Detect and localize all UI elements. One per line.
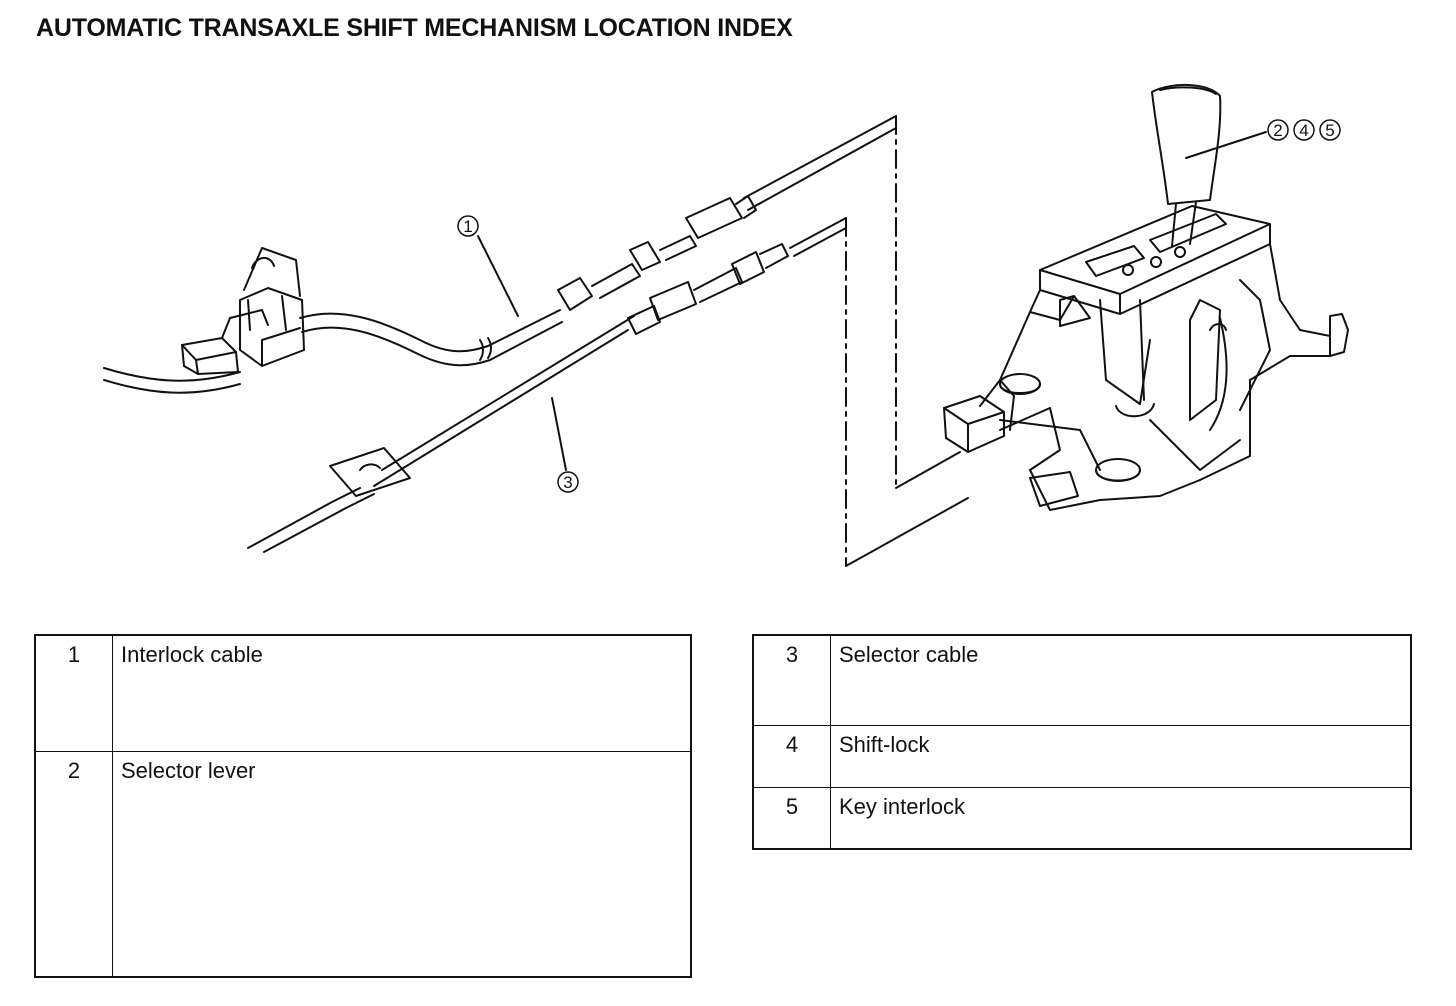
legend-row: 4 Shift-lock bbox=[752, 724, 1412, 788]
shift-mechanism-diagram: 1 3 2 4 5 bbox=[103, 83, 1349, 567]
legend-label: Key interlock bbox=[830, 786, 1412, 850]
selector-lever-assembly bbox=[943, 83, 1349, 511]
legend-number: 5 bbox=[752, 786, 831, 850]
page-title: AUTOMATIC TRANSAXLE SHIFT MECHANISM LOCA… bbox=[36, 14, 793, 42]
legend-label: Shift-lock bbox=[830, 724, 1412, 788]
legend-label: Selector cable bbox=[830, 634, 1412, 726]
legend-number: 3 bbox=[752, 634, 831, 726]
legend-label: Selector lever bbox=[112, 750, 692, 978]
legend-label: Interlock cable bbox=[112, 634, 692, 752]
legend-row: 1 Interlock cable bbox=[34, 634, 692, 752]
callout-2: 2 bbox=[1273, 121, 1282, 140]
interlock-cable bbox=[103, 115, 897, 394]
legend-row: 3 Selector cable bbox=[752, 634, 1412, 726]
leader-line-245 bbox=[1185, 131, 1267, 159]
legend-row: 5 Key interlock bbox=[752, 786, 1412, 850]
leader-line-3 bbox=[551, 397, 567, 471]
selector-cable bbox=[247, 217, 847, 553]
callout-1: 1 bbox=[463, 217, 472, 236]
callout-5: 5 bbox=[1325, 121, 1334, 140]
legend-number: 2 bbox=[34, 750, 113, 978]
callout-4: 4 bbox=[1299, 121, 1308, 140]
legend-number: 4 bbox=[752, 724, 831, 788]
legend-table-left: 1 Interlock cable 2 Selector lever bbox=[34, 634, 692, 978]
leader-line-1 bbox=[477, 235, 519, 317]
legend-row: 2 Selector lever bbox=[34, 750, 692, 978]
legend-table-right: 3 Selector cable 4 Shift-lock 5 Key inte… bbox=[752, 634, 1412, 850]
legend-number: 1 bbox=[34, 634, 113, 752]
callout-3: 3 bbox=[563, 473, 572, 492]
